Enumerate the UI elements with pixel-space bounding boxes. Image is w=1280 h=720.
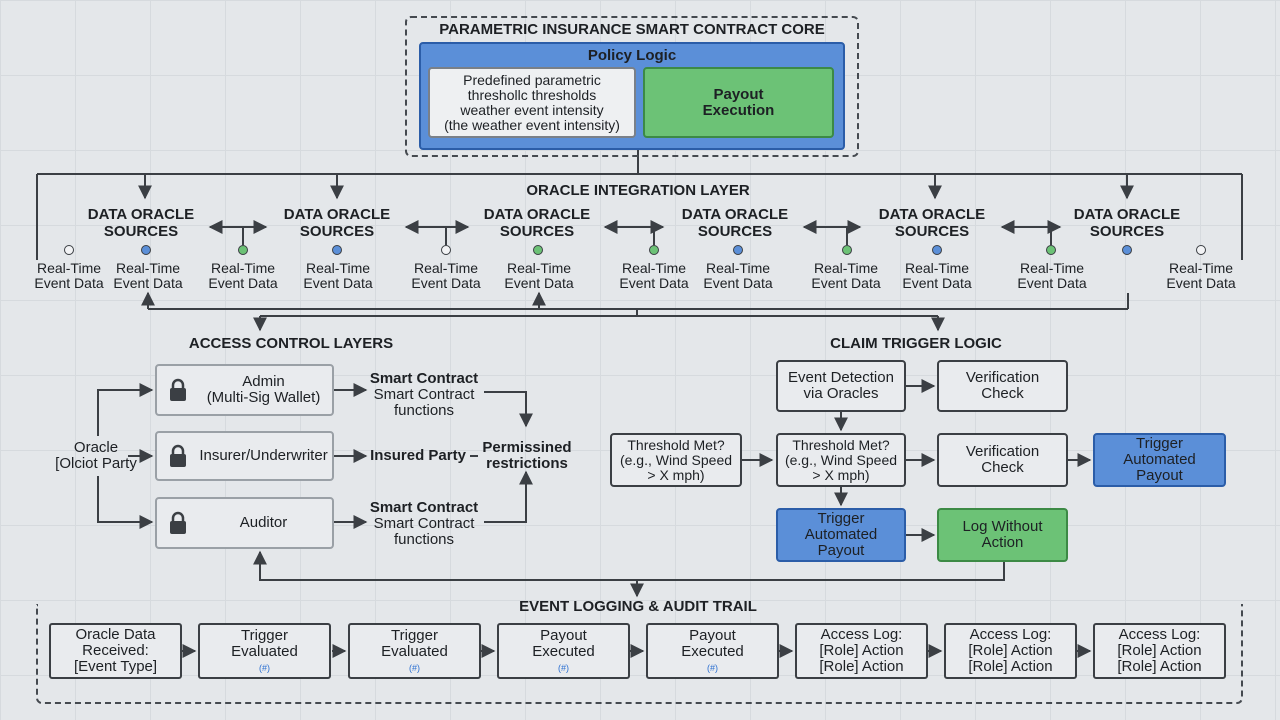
threshold-check-left: Threshold Met?(e.g., Wind Speed> X mph) [610,433,742,487]
event-dot [1046,245,1056,255]
payout-line: Payout [713,85,764,103]
log-access-2: Access Log:[Role] Action[Role] Action [944,623,1077,679]
thresholds-line: weather event intensity [460,101,604,118]
role-label: Insurer/Underwriter [199,447,328,464]
thresholds-line: threshollc thresholds [467,86,597,103]
status-mini-icon: (#) [409,663,420,673]
claim-trigger-title: CLAIM TRIGGER LOGIC [830,335,1002,352]
event-dot [842,245,852,255]
event-logging-title: EVENT LOGGING & AUDIT TRAIL [519,598,757,615]
thresholds-line: (the weather event intensity) [444,116,620,133]
threshold-check-main: Threshold Met?(e.g., Wind Speed> X mph) [776,433,906,487]
event-dot [238,245,248,255]
access-control-title: ACCESS CONTROL LAYERS [188,335,394,352]
status-mini-icon: (#) [259,663,270,673]
event-dot [533,245,543,255]
status-mini-icon: (#) [558,663,569,673]
status-mini-icon: (#) [707,663,718,673]
thresholds-line: Predefined parametric [463,71,601,88]
core-title: PARAMETRIC INSURANCE SMART CONTRACT CORE [439,21,825,38]
event-logging-frame [36,604,1243,704]
payout-execution-box: Payout Execution [643,67,834,138]
policy-logic-title: Policy Logic [587,47,677,64]
smart-contract-core-frame [405,16,859,157]
event-dot [1122,245,1132,255]
lock-icon [170,511,186,534]
lock-icon [170,378,186,401]
role-insurer: Insurer/Underwriter [155,431,334,481]
event-dot [141,245,151,255]
event-dot [649,245,659,255]
role-admin: Admin(Multi-Sig Wallet) [155,364,334,416]
lock-icon [170,444,186,467]
thresholds-box: Predefined parametric threshollc thresho… [428,67,636,138]
payout-line: Execution [702,101,775,119]
role-label: Auditor [239,514,288,531]
role-auditor: Auditor [155,497,334,549]
event-dot [932,245,942,255]
insured-party-target: Insured Party [370,447,466,464]
oracle-party-label: Oracle[Olciot Party [55,439,137,472]
log-access-1: Access Log:[Role] Action[Role] Action [795,623,928,679]
event-dot [332,245,342,255]
event-dot [64,245,74,255]
role-label: Admin [242,373,285,390]
oracle-layer-title: ORACLE INTEGRATION LAYER [526,182,750,199]
event-dot [733,245,743,255]
log-access-3: Access Log:[Role] Action[Role] Action [1093,623,1226,679]
event-dot [1196,245,1206,255]
role-sublabel: (Multi-Sig Wallet) [206,389,321,406]
event-dot [441,245,451,255]
